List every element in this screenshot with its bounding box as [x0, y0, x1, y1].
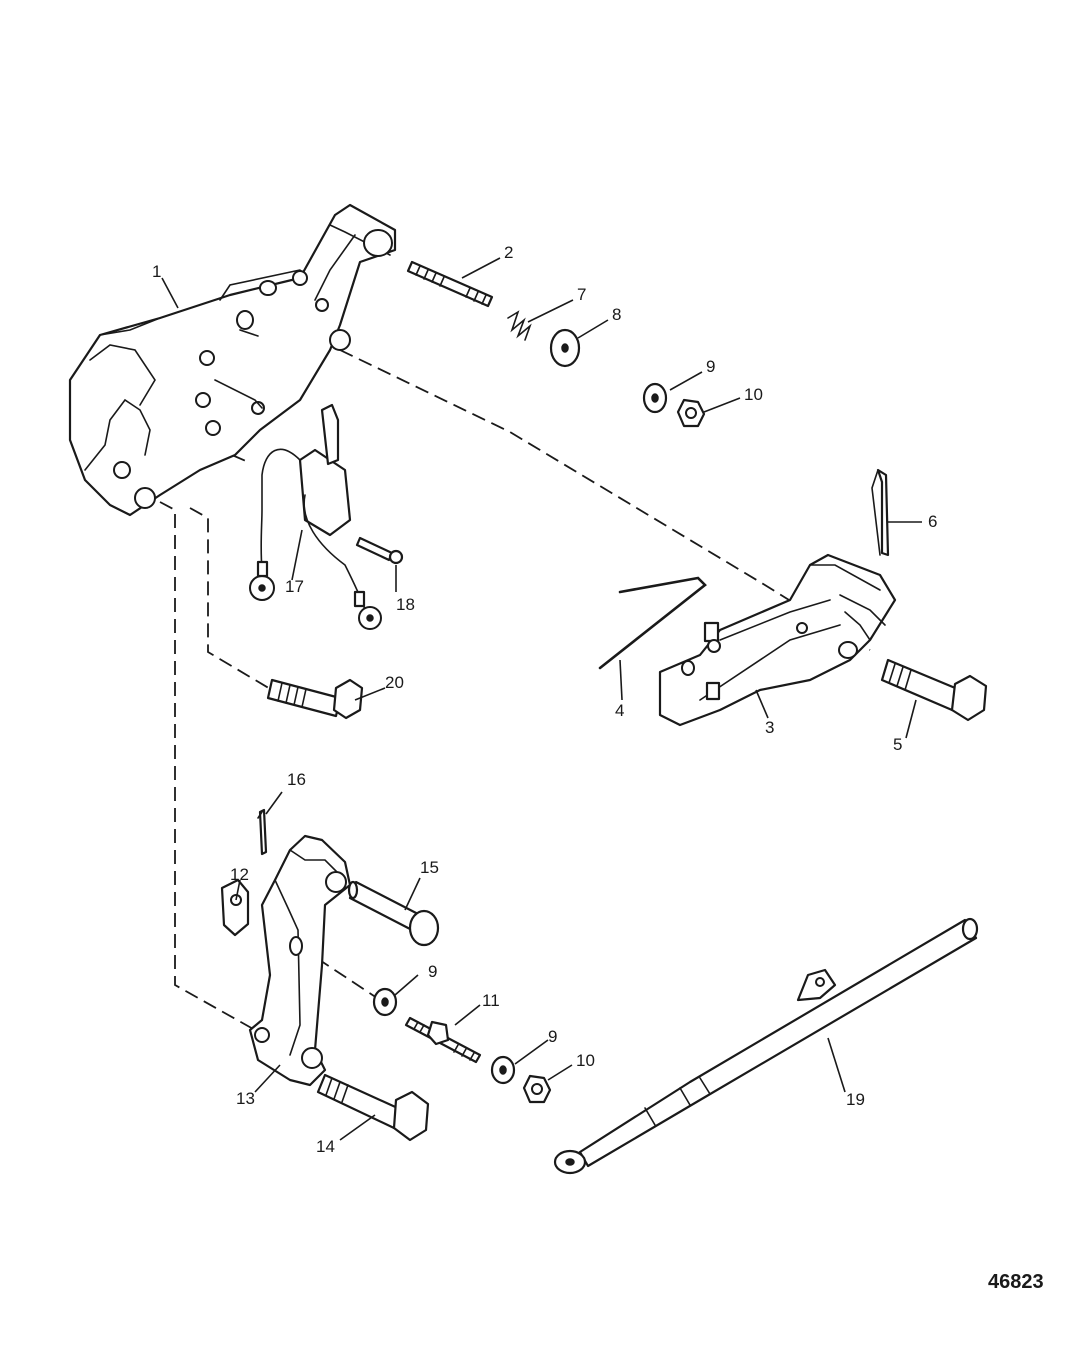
part-6-cotter-pin	[871, 468, 890, 557]
part-20-bolt	[266, 678, 364, 720]
part-19-rod	[553, 917, 979, 1175]
callout-3: 3	[765, 718, 774, 737]
callout-17: 17	[285, 577, 304, 596]
part-8-washer	[549, 328, 581, 368]
figure-number: 46823	[988, 1271, 1044, 1293]
callout-6: 6	[928, 512, 937, 531]
callout-12: 12	[230, 865, 249, 884]
part-14-bolt	[316, 1073, 430, 1142]
part-9-washer-middle	[372, 987, 398, 1017]
part-7-spring	[507, 310, 532, 341]
part-1-bracket	[68, 203, 397, 517]
part-9-washer-lower	[490, 1055, 516, 1085]
callout-20: 20	[385, 673, 404, 692]
callout-11: 11	[482, 991, 500, 1010]
callout-10-lower: 10	[576, 1051, 595, 1070]
part-10-nut-upper	[676, 398, 706, 428]
callout-7: 7	[577, 285, 586, 304]
callout-16: 16	[287, 770, 306, 789]
part-15-pin	[347, 880, 440, 947]
callout-labels: 1 2 7 8 9 10 6 4 3 5 17 18 20 16 15 12 9…	[152, 243, 937, 1156]
part-10-nut-lower	[522, 1074, 552, 1104]
callout-14: 14	[316, 1137, 335, 1156]
callout-9-upper: 9	[706, 357, 715, 376]
callout-8: 8	[612, 305, 621, 324]
callout-19: 19	[846, 1090, 865, 1109]
callout-1: 1	[152, 262, 161, 281]
part-12-clip	[220, 878, 250, 937]
part-3-swivel-bracket	[658, 553, 897, 727]
leader-lines	[161, 257, 922, 1141]
callout-5: 5	[893, 735, 902, 754]
part-11-stud	[404, 1016, 482, 1064]
part-2-stud	[406, 260, 494, 308]
part-9-washer-upper	[642, 382, 668, 414]
part-18-screw	[355, 536, 404, 565]
callout-13: 13	[236, 1089, 255, 1108]
part-4-wire-link	[598, 576, 707, 670]
part-17-switch	[249, 403, 382, 630]
callout-18: 18	[396, 595, 415, 614]
part-13-lever	[248, 834, 352, 1087]
part-5-bolt	[880, 658, 988, 722]
callout-4: 4	[615, 701, 624, 720]
part-16-cotter-pin	[257, 808, 268, 856]
callout-2: 2	[504, 243, 513, 262]
callout-15: 15	[420, 858, 439, 877]
callout-10-upper: 10	[744, 385, 763, 404]
callout-9-lower: 9	[548, 1027, 557, 1046]
assembly-guide-lines	[159, 349, 871, 1031]
callout-9-middle: 9	[428, 962, 437, 981]
